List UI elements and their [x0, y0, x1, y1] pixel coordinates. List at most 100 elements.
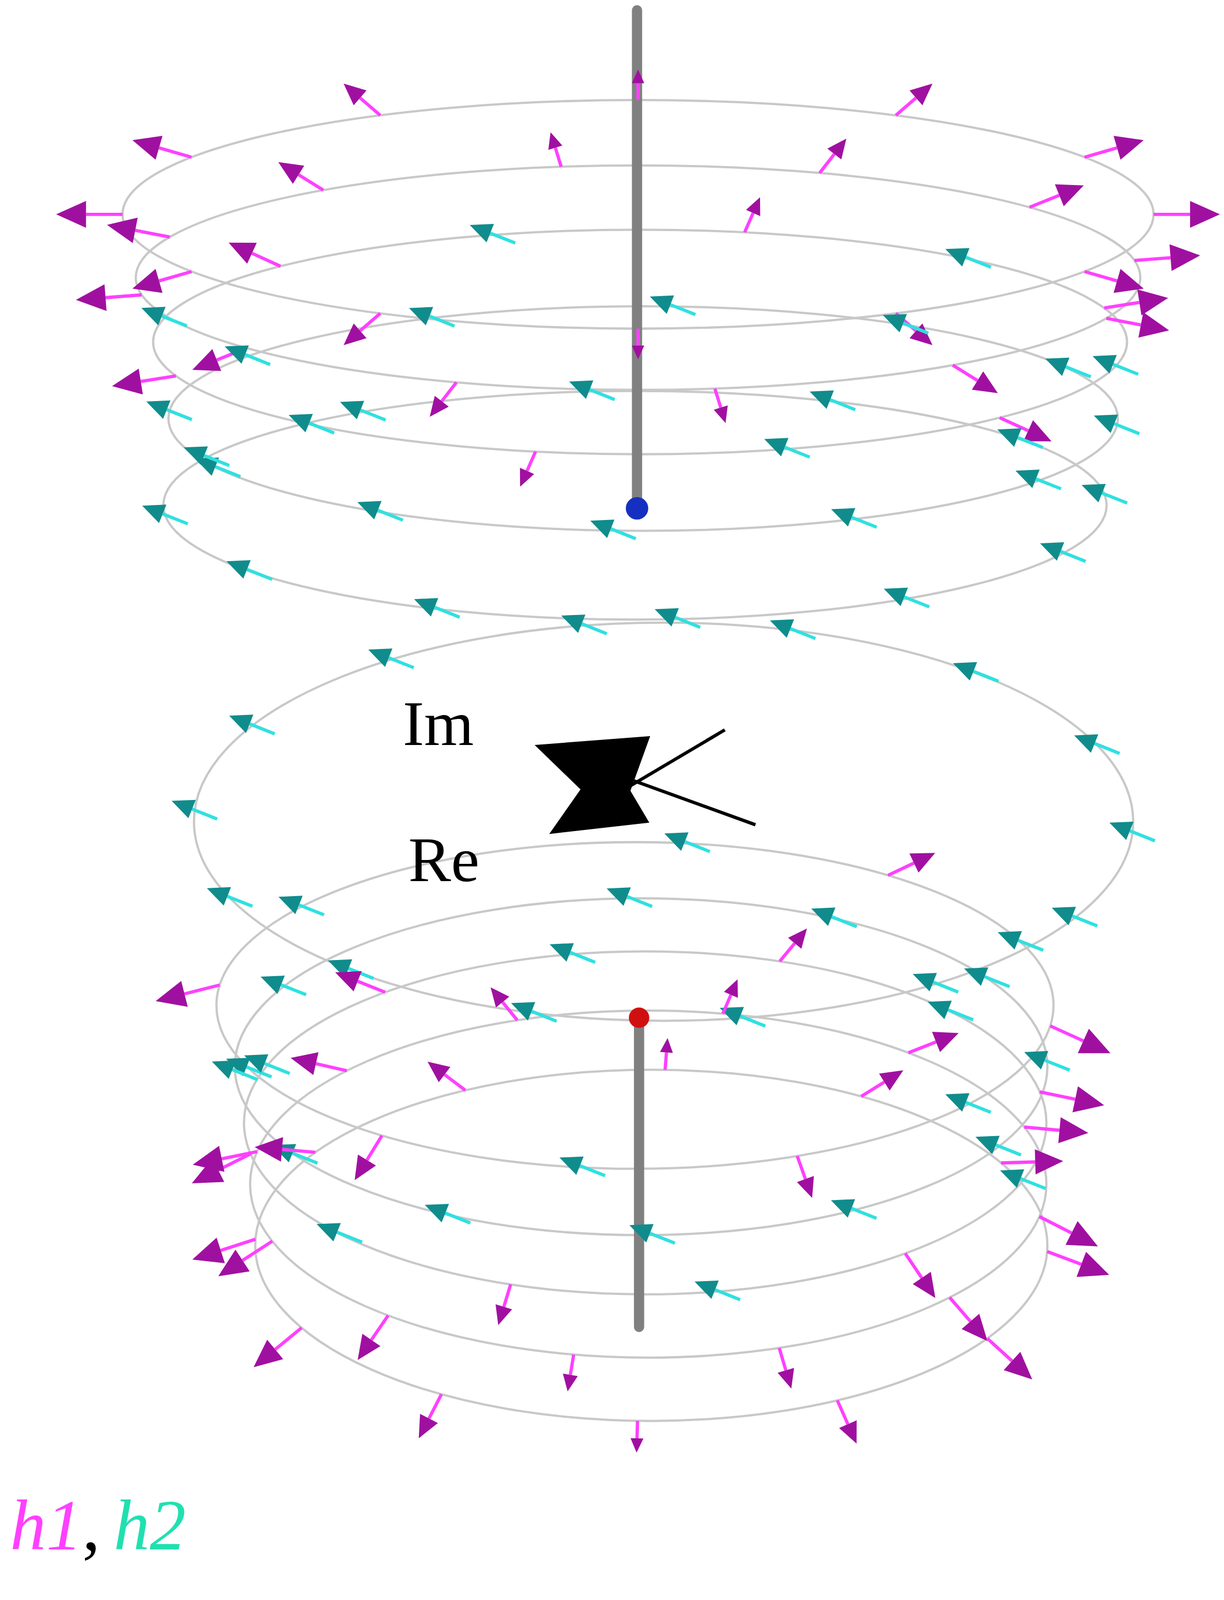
h2-arrow [425, 1203, 471, 1224]
h1-arrow [253, 1327, 302, 1368]
h1-arrow [107, 217, 171, 244]
h2-arrow [561, 614, 607, 634]
h1-arrow [744, 197, 761, 233]
h1-arrow [278, 162, 324, 191]
h1-arrow [1134, 244, 1201, 272]
h1-arrow [887, 852, 936, 876]
h1-arrow [427, 1061, 466, 1091]
h1-arrow [1039, 1086, 1104, 1113]
h2-arrow [146, 400, 192, 421]
h2-arrow [1051, 906, 1098, 927]
h1-arrow [1029, 184, 1084, 208]
h2-arrow [549, 943, 596, 963]
h2-arrow [997, 428, 1043, 448]
h2-arrow [229, 714, 276, 734]
h2-arrow [1015, 469, 1062, 489]
orbit-ring [193, 622, 1133, 1022]
h2-arrow [975, 1135, 1022, 1156]
h2-arrow [997, 931, 1044, 951]
h2-arrow [1023, 1051, 1070, 1071]
h1-arrow [228, 242, 281, 267]
legend-text: h2 [113, 1485, 187, 1566]
h2-arrow [694, 1280, 741, 1301]
h1-arrow [548, 132, 563, 167]
h1-arrow [952, 365, 998, 393]
h1-arrow [520, 451, 536, 487]
axis-label: Im [402, 691, 474, 756]
h2-arrow [952, 662, 999, 682]
h1-arrow [76, 284, 142, 312]
h1-arrow [861, 1070, 904, 1097]
h1-arrow [660, 1038, 673, 1071]
h1-arrow [1023, 1117, 1088, 1144]
h2-arrow [141, 306, 188, 327]
h2-arrow [945, 247, 991, 268]
h2-arrow [226, 560, 273, 580]
h2-arrow [650, 295, 696, 316]
h1-arrow [1103, 289, 1168, 316]
h1-arrow [631, 328, 644, 360]
h2-arrow [368, 648, 414, 668]
h2-arrow [211, 1060, 258, 1081]
figure [56, 10, 1221, 1453]
h1-arrow [796, 1156, 814, 1198]
legend-text: h1 [10, 1485, 83, 1566]
h1-arrow [905, 1253, 936, 1298]
h2-arrow [770, 619, 816, 639]
h2-arrow [912, 972, 959, 993]
legend: h1,h2 [10, 1489, 187, 1562]
h2-arrow [1081, 483, 1128, 504]
h1-arrow [1039, 1216, 1098, 1247]
orbit-ring [255, 1070, 1048, 1422]
h1-arrow [987, 1338, 1033, 1380]
h2-arrow [316, 1222, 363, 1243]
h1-arrow [418, 1394, 442, 1439]
h2-arrow [413, 598, 460, 618]
h1-arrow [343, 83, 381, 116]
h2-arrow [278, 895, 324, 916]
h2-arrow [811, 907, 857, 928]
h1-arrow [779, 928, 807, 962]
orbit-ring [168, 306, 1118, 531]
h2-arrow [357, 501, 403, 521]
h1-arrow [254, 1137, 316, 1162]
h1-arrow [343, 313, 381, 346]
h2-arrow [206, 887, 253, 907]
red-ball [628, 1007, 650, 1029]
h1-arrow [837, 1400, 857, 1445]
h2-arrow [927, 1000, 974, 1021]
h1-arrow [562, 1354, 578, 1392]
h2-arrow [606, 887, 653, 907]
h1-arrow [218, 1241, 273, 1277]
h1-arrow [1106, 312, 1169, 338]
h1-arrow [1047, 1251, 1110, 1278]
legend-swatch: h1 [10, 1489, 83, 1562]
h2-arrow [243, 1054, 290, 1074]
h2-arrow [882, 313, 929, 334]
h1-arrow [630, 1420, 644, 1453]
separator: , [82, 1489, 101, 1562]
h2-arrow [1109, 821, 1156, 842]
h2-arrow [1045, 357, 1091, 378]
h1-arrow [713, 388, 728, 424]
h2-arrow [260, 975, 307, 996]
h2-arrow [719, 1006, 766, 1027]
h1-arrow [1050, 1026, 1111, 1054]
h2-arrow [183, 446, 230, 466]
h2-arrow [408, 306, 455, 327]
h1-arrow [495, 1284, 513, 1326]
h1-arrow [132, 135, 192, 160]
h2-arrow [1092, 355, 1139, 375]
h2-arrow [831, 1198, 877, 1219]
h2-arrow [1093, 414, 1140, 434]
h2-arrow [809, 390, 856, 411]
h1-arrow [132, 268, 192, 293]
orbit-ring [250, 1010, 1047, 1358]
h2-arrow [883, 587, 930, 608]
h2-arrow [340, 401, 386, 421]
h2-arrow [224, 345, 271, 366]
h1-arrow [819, 138, 847, 173]
legend-swatch: h2 [113, 1489, 187, 1562]
h1-arrow [357, 1315, 389, 1361]
h1-arrow [1084, 268, 1144, 293]
